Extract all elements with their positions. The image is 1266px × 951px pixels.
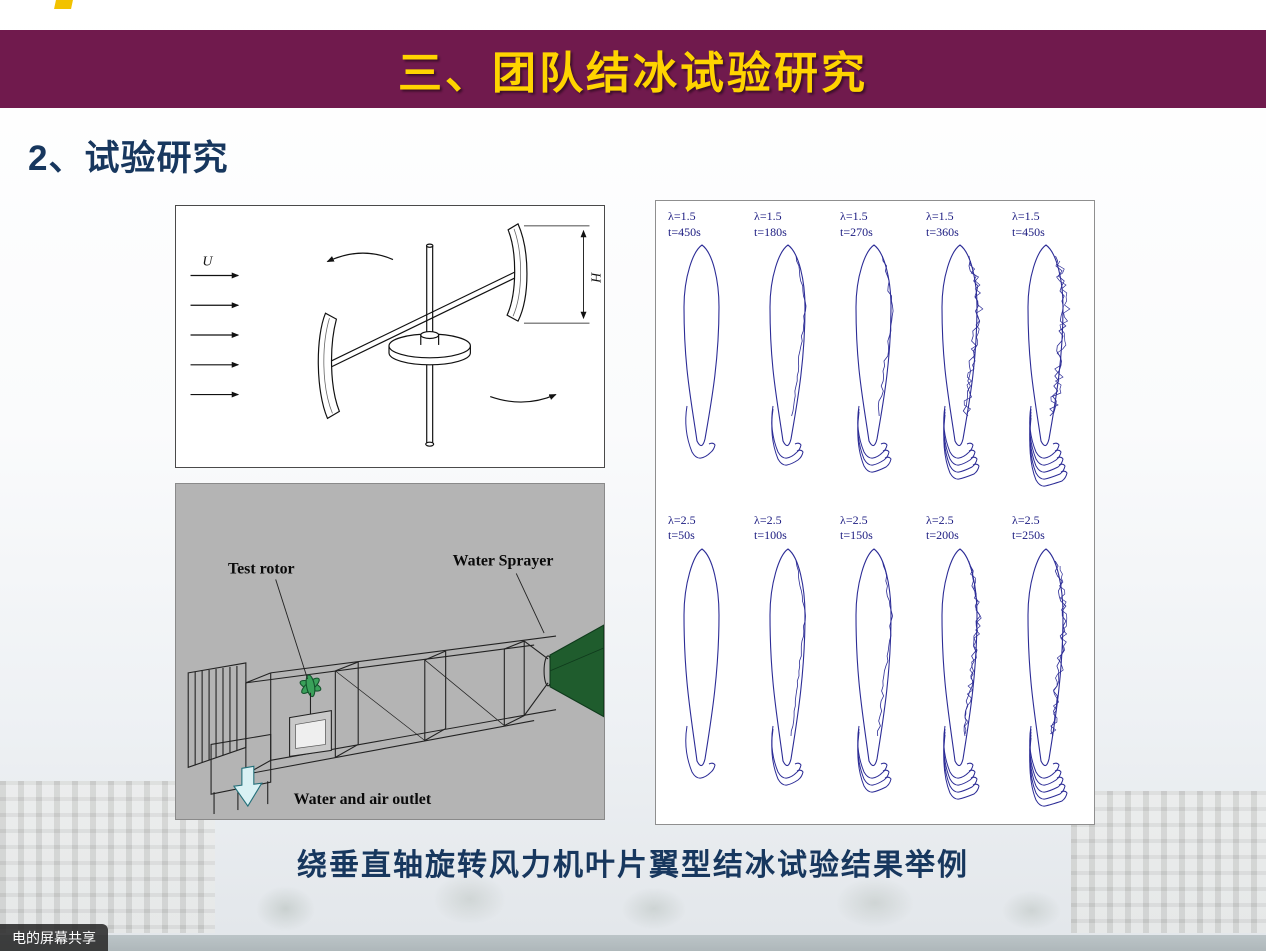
logo-fragment — [54, 0, 73, 9]
airfoil-ice-profile — [840, 545, 910, 818]
height-dimension-label: H — [587, 271, 602, 283]
airfoil-ice-profile — [668, 241, 738, 498]
vawt-schematic-figure: U — [175, 205, 605, 468]
slide-caption: 绕垂直轴旋转风力机叶片翼型结冰试验结果举例 — [297, 848, 969, 883]
water-sprayer-label: Water Sprayer — [453, 553, 554, 570]
airfoil-ice-profile — [840, 241, 910, 498]
airfoil-ice-profile — [926, 241, 996, 498]
water-air-outlet-label: Water and air outlet — [294, 791, 432, 808]
airfoil-ice-profile — [1012, 545, 1082, 818]
title-banner: 三、团队结冰试验研究 — [0, 30, 1266, 108]
section-title: 2、试验研究 — [28, 139, 229, 178]
test-rotor-label: Test rotor — [228, 560, 295, 577]
airfoil-ice-profile — [754, 241, 824, 498]
screen-share-badge: 电的屏幕共享 — [0, 924, 108, 951]
airfoil-ice-profile — [754, 545, 824, 818]
test-rig-figure: Test rotor Water Sprayer Water and air o… — [175, 483, 605, 820]
airfoil-ice-profile — [1012, 241, 1082, 498]
banner-title: 三、团队结冰试验研究 — [398, 49, 868, 98]
screen-share-label: 电的屏幕共享 — [12, 929, 96, 946]
test-rotor-model — [289, 674, 332, 758]
flow-velocity-label: U — [202, 255, 213, 270]
airfoil-ice-profile — [668, 545, 738, 818]
airfoil-ice-profile — [926, 545, 996, 818]
